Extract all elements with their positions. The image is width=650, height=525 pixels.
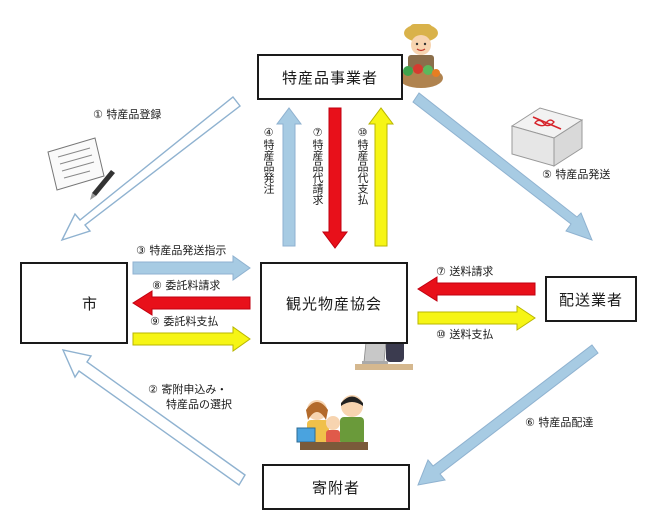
- label-flow-1: ① 特産品登録: [93, 108, 162, 121]
- label-flow-2-line1: ② 寄附申込み・: [148, 383, 228, 396]
- node-producer-label: 特産品事業者: [281, 68, 378, 87]
- arrow-5-blue: [412, 92, 593, 241]
- label-flow-10b: ⑩ 送料支払: [436, 328, 494, 341]
- node-donor-label: 寄附者: [311, 478, 360, 497]
- label-flow-2-line2: 特産品の選択: [166, 397, 232, 411]
- arrow-2-outline: [61, 349, 246, 487]
- node-association: 観光物産協会: [260, 262, 408, 344]
- label-flow-6: ⑥ 特産品配達: [525, 416, 594, 429]
- arrow-9-yellow: [132, 326, 251, 352]
- node-producer: 特産品事業者: [257, 54, 403, 100]
- arrow-10b-yellow: [417, 305, 536, 331]
- node-donor: 寄附者: [262, 464, 410, 510]
- label-flow-8: ⑧ 委託料請求: [152, 279, 221, 292]
- arrow-4-blue: [276, 107, 302, 247]
- farmer-icon: [399, 24, 443, 88]
- arrow-8-red: [132, 290, 251, 316]
- node-delivery-label: 配送業者: [558, 290, 623, 309]
- label-flow-7b: ⑦ 送料請求: [436, 265, 494, 278]
- document-pen-icon: [47, 137, 115, 200]
- family-computer-icon: [296, 395, 368, 450]
- arrow-7b-red: [417, 276, 536, 302]
- gift-box-icon: [510, 107, 584, 167]
- arrow-6-blue: [417, 344, 599, 486]
- label-flow-2: ② 寄附申込み・ 特産品の選択: [148, 383, 232, 413]
- arrow-10-yellow: [368, 107, 394, 247]
- label-flow-7a: ⑦特産品代請求: [311, 126, 324, 205]
- arrow-7-red: [322, 107, 348, 249]
- node-city-label: 市: [82, 294, 99, 313]
- node-city: 市: [20, 262, 128, 344]
- node-delivery: 配送業者: [545, 276, 637, 322]
- label-flow-10a: ⑩特産品代支払: [356, 126, 369, 205]
- label-flow-9: ⑨ 委託料支払: [150, 315, 219, 328]
- arrow-3-blue: [132, 255, 251, 281]
- node-association-label: 観光物産協会: [285, 294, 382, 313]
- label-flow-5: ⑤ 特産品発送: [542, 168, 611, 181]
- arrow-1-outline: [60, 96, 241, 242]
- label-flow-3: ③ 特産品発送指示: [136, 244, 227, 257]
- label-flow-4: ④特産品発注: [262, 126, 275, 194]
